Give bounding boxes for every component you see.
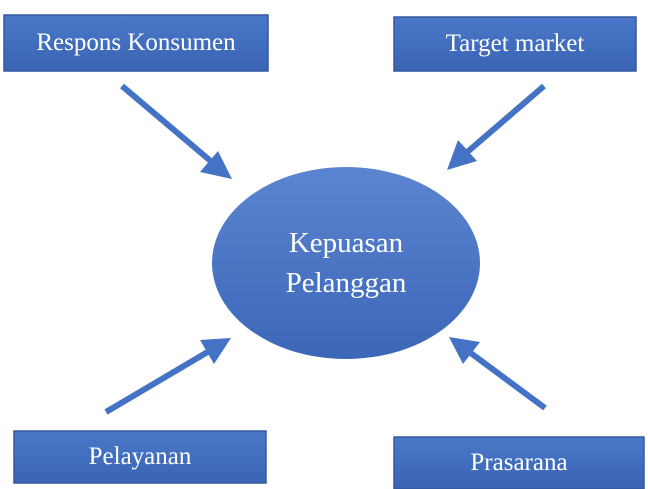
arrow-respons-to-center — [120, 83, 232, 179]
center-ellipse — [212, 167, 480, 359]
arrow-prasarana-to-center — [449, 337, 547, 411]
prasarana-label: Prasarana — [470, 449, 568, 476]
respons-box-shape — [3, 14, 269, 72]
center-label-line2: Pelanggan — [285, 267, 407, 299]
target-market-box: Target market — [394, 17, 636, 71]
prasarana-box: Prasarana — [394, 437, 644, 489]
target-box-shape — [393, 16, 637, 72]
pelayanan-box-shape — [13, 430, 267, 484]
pelayanan-box: Pelayanan — [14, 431, 266, 483]
center-label: Kepuasan Pelanggan — [212, 167, 480, 359]
respons-konsumen-label: Respons Konsumen — [36, 29, 236, 56]
target-market-label: Target market — [445, 30, 585, 57]
prasarana-box-shape — [393, 436, 645, 489]
arrow-target-to-center — [447, 83, 546, 170]
arrow-pelayanan-to-center — [104, 338, 231, 415]
pelayanan-label: Pelayanan — [88, 443, 192, 470]
center-label-line1: Kepuasan — [288, 227, 404, 259]
respons-konsumen-box: Respons Konsumen — [4, 15, 268, 71]
